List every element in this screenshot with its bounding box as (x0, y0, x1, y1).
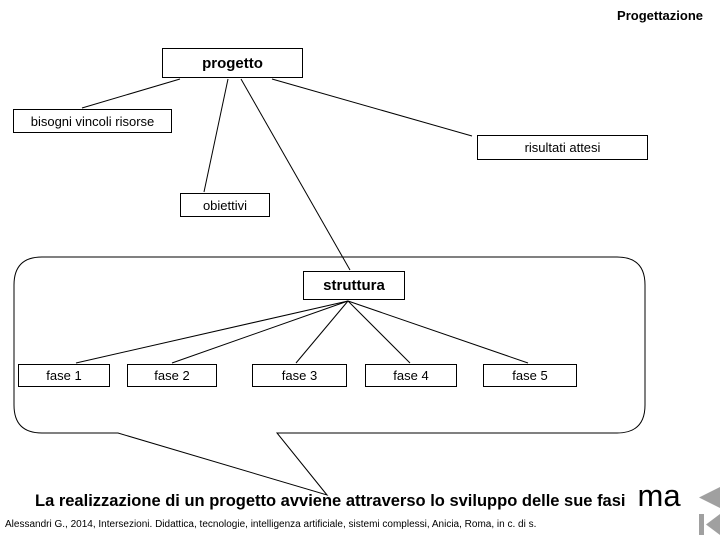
node-obiettivi: obiettivi (180, 193, 270, 217)
previous-slide-icon (699, 487, 720, 508)
citation-text: Alessandri G., 2014, Intersezioni. Didat… (5, 519, 537, 530)
edge-progetto-bisogni (81, 78, 181, 109)
connector-lines-progetto (81, 78, 473, 271)
node-progetto: progetto (162, 48, 303, 78)
slide-navigation (699, 487, 720, 537)
caption-row: La realizzazione di un progetto avviene … (35, 480, 695, 511)
caption-text: La realizzazione di un progetto avviene … (35, 492, 626, 510)
node-fase-3: fase 3 (252, 364, 347, 387)
slide-title: Progettazione (617, 8, 703, 23)
node-bisogni-vincoli-risorse: bisogni vincoli risorse (13, 109, 172, 133)
caption-big-word: ma (637, 478, 681, 513)
previous-slide-button[interactable] (699, 487, 720, 508)
node-fase-2: fase 2 (127, 364, 217, 387)
edge-progetto-risultati (271, 78, 473, 137)
first-slide-icon (699, 514, 720, 535)
edge-progetto-obiettivi (203, 78, 229, 193)
first-slide-button[interactable] (699, 514, 720, 535)
edge-progetto-struttura (240, 78, 351, 271)
node-fase-4: fase 4 (365, 364, 457, 387)
node-fase-1: fase 1 (18, 364, 110, 387)
node-fase-5: fase 5 (483, 364, 577, 387)
node-struttura: struttura (303, 271, 405, 300)
edge-struttura-fase5 (347, 300, 529, 364)
node-risultati-attesi: risultati attesi (477, 135, 648, 160)
connector-lines-struttura (75, 300, 529, 364)
edge-struttura-fase3 (295, 300, 349, 364)
edge-struttura-fase2 (171, 300, 349, 364)
edge-struttura-fase1 (75, 300, 349, 364)
edge-struttura-fase4 (347, 300, 411, 364)
